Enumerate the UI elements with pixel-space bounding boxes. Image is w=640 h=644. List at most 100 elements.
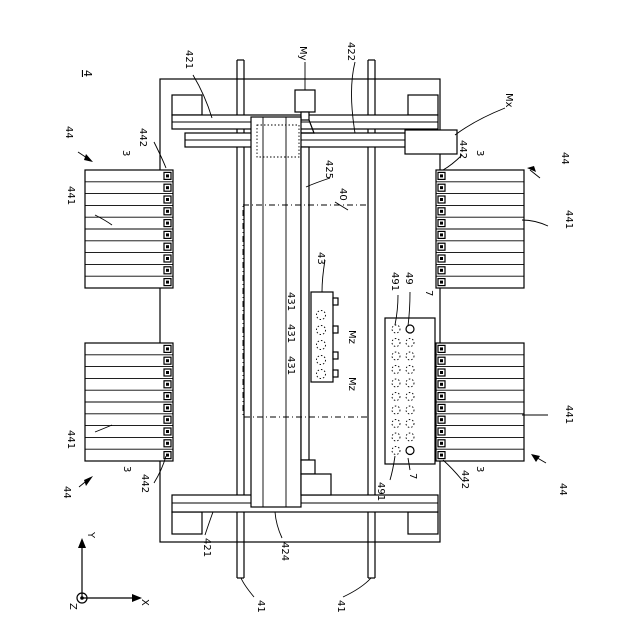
component-dot <box>166 269 169 272</box>
component-dot <box>166 347 169 350</box>
arm-foot <box>301 474 331 495</box>
label-feeder-ll: 441 <box>65 430 76 449</box>
label-motor-mx: Mx <box>503 93 514 108</box>
component-dot <box>166 406 169 409</box>
component-dot <box>440 198 443 201</box>
label-feeder-group-lr: 44 <box>557 483 568 496</box>
label-tape-ul: 442 <box>137 128 148 147</box>
component-dot <box>440 245 443 248</box>
label-tape-ur: 442 <box>457 140 468 159</box>
component-dot <box>440 210 443 213</box>
component-dot <box>166 174 169 177</box>
component-dot <box>166 371 169 374</box>
component-dot <box>440 371 443 374</box>
label-tray-pocket-bottom: 491 <box>375 482 386 501</box>
label-rail-left-bottom: 421 <box>201 538 212 557</box>
lower-gantry <box>172 495 438 512</box>
label-nozzle-c: 431 <box>285 356 296 375</box>
component-dot <box>440 186 443 189</box>
feeder-group-ll <box>85 343 173 461</box>
label-tape-ll: 442 <box>139 474 150 493</box>
block-ul <box>172 95 202 115</box>
component-dot <box>166 395 169 398</box>
label-rail-right: 422 <box>345 42 356 61</box>
arrow-44-lr <box>531 454 540 462</box>
label-motor-my: My <box>297 46 308 61</box>
label-tape-lr: 442 <box>459 470 470 489</box>
coordinate-axes <box>77 538 142 603</box>
component-dot <box>440 359 443 362</box>
component-dot <box>440 430 443 433</box>
label-guide-right: 41 <box>335 600 346 613</box>
component-dot <box>440 281 443 284</box>
axis-x-label: X <box>139 599 150 606</box>
tray-49 <box>385 318 435 464</box>
feeder-group-ur <box>436 170 524 288</box>
axis-z-label: Z <box>67 603 78 610</box>
component-dot <box>166 383 169 386</box>
component-dot <box>440 395 443 398</box>
label-comp-lr: 3 <box>474 466 485 472</box>
component-dot <box>166 222 169 225</box>
arrow-44-ul <box>84 154 93 162</box>
label-nozzle-a: 431 <box>285 292 296 311</box>
label-feeder-lr: 441 <box>563 405 574 424</box>
arm-425 <box>301 147 309 460</box>
component-dot <box>166 245 169 248</box>
label-motor-z-b: Mz <box>346 377 357 391</box>
label-arm: 425 <box>323 160 334 179</box>
feeder-group-lr <box>436 343 524 461</box>
label-feeder-ur: 441 <box>563 210 574 229</box>
label-comp-ur: 3 <box>474 150 485 156</box>
component-dot <box>440 347 443 350</box>
label-nozzle-b: 431 <box>285 324 296 343</box>
label-comp-ul: 3 <box>120 150 131 156</box>
component-dot <box>440 233 443 236</box>
arrow-44-ll <box>84 476 93 486</box>
component-dot <box>166 418 169 421</box>
label-rail-left: 421 <box>183 50 194 69</box>
block-lr <box>408 512 438 534</box>
block-ur <box>408 95 438 115</box>
label-feeder-group-ul: 44 <box>63 126 74 139</box>
block-ll <box>172 512 202 534</box>
label-feeder-ul: 441 <box>65 186 76 205</box>
component-dot <box>440 418 443 421</box>
component-dot <box>166 359 169 362</box>
label-part-bottom: 7 <box>407 473 418 479</box>
label-guide-left: 41 <box>255 600 266 613</box>
label-feeder-group-ur: 44 <box>559 152 570 165</box>
axis-y-label: Y <box>85 531 96 539</box>
component-dot <box>440 269 443 272</box>
component-dot <box>166 430 169 433</box>
label-head: 43 <box>315 252 326 265</box>
label-tray: 49 <box>403 272 414 285</box>
component-dot <box>166 186 169 189</box>
head-43 <box>311 292 338 382</box>
component-dot <box>166 198 169 201</box>
feeder-group-ul <box>85 170 173 288</box>
label-comp-ll: 3 <box>121 466 132 472</box>
component-dot <box>440 406 443 409</box>
component-dot <box>166 281 169 284</box>
component-dot <box>440 454 443 457</box>
label-motor-z-a: Mz <box>346 330 357 344</box>
label-part-top: 7 <box>423 290 434 296</box>
component-dot <box>440 383 443 386</box>
component-dot <box>166 210 169 213</box>
arm-end <box>301 460 315 474</box>
label-feeder-group-ll: 44 <box>61 486 72 499</box>
motor-mx <box>405 130 457 154</box>
component-dot <box>166 454 169 457</box>
component-dot <box>440 222 443 225</box>
component-dot <box>440 442 443 445</box>
component-dot <box>166 442 169 445</box>
component-dot <box>166 233 169 236</box>
figure-number: 4 <box>81 70 94 77</box>
beam-424 <box>251 117 301 507</box>
label-beam: 424 <box>279 542 290 561</box>
label-tray-pocket-top: 491 <box>389 272 400 291</box>
label-region: 40 <box>337 188 348 201</box>
